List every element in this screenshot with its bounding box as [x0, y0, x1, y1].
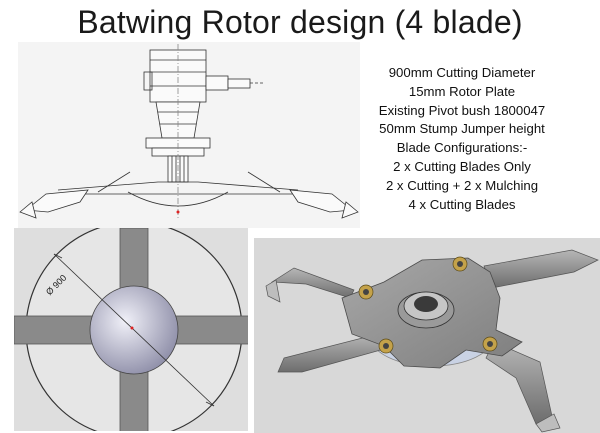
top-view-render: Ø 900: [14, 228, 248, 431]
spec-list: 900mm Cutting Diameter 15mm Rotor Plate …: [356, 64, 568, 214]
spec-line: 2 x Cutting + 2 x Mulching: [385, 177, 539, 193]
spec-line: 15mm Rotor Plate: [408, 83, 516, 99]
spec-line: 4 x Cutting Blades: [408, 196, 516, 212]
isometric-render: [254, 238, 600, 433]
spec-line: 2 x Cutting Blades Only: [393, 158, 531, 174]
spec-line: 900mm Cutting Diameter: [388, 65, 536, 80]
spec-line: 50mm Stump Jumper height: [379, 121, 545, 137]
front-elevation-drawing: [18, 42, 360, 228]
slide-title: Batwing Rotor design (4 blade): [77, 4, 523, 40]
spec-line: Existing Pivot bush 1800047: [378, 102, 546, 118]
spec-line: Blade Configurations:-: [396, 140, 528, 156]
